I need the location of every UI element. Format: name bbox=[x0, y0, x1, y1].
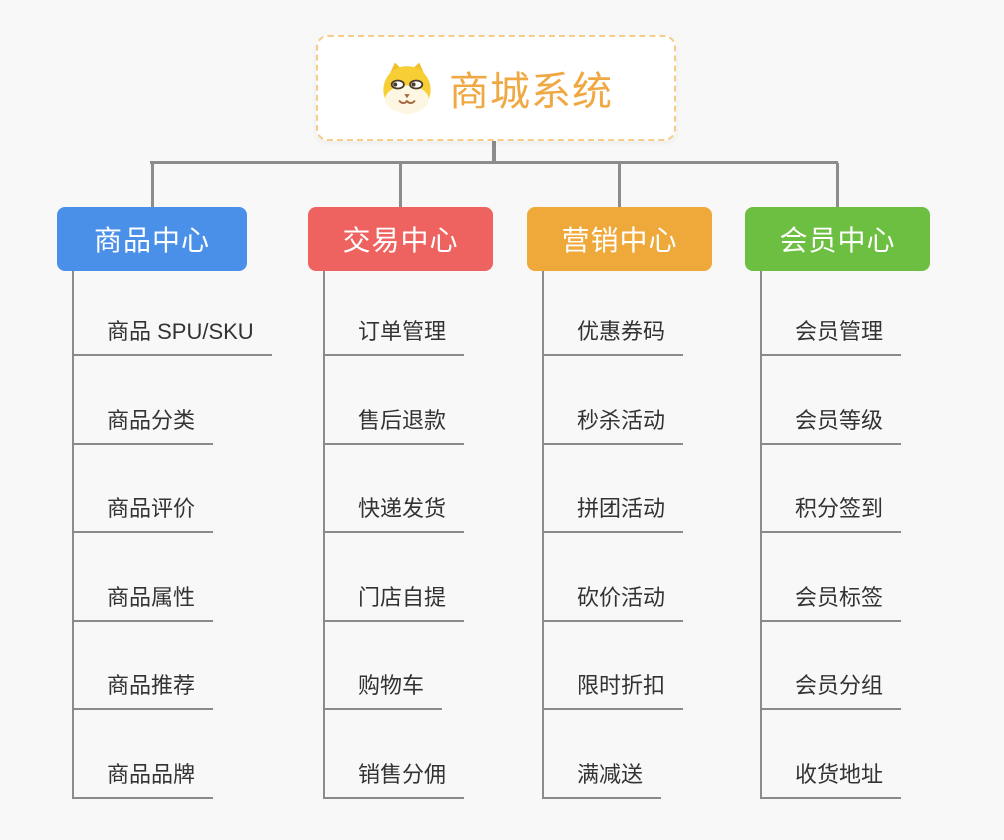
child-topic[interactable]: 会员管理 bbox=[760, 316, 902, 356]
branch-header[interactable]: 商品中心 bbox=[57, 207, 247, 271]
child-topic-label: 优惠券码 bbox=[577, 319, 666, 344]
child-topic-label: 会员分组 bbox=[795, 673, 884, 698]
child-topic[interactable]: 满减送 bbox=[542, 759, 662, 799]
child-topic-label: 砍价活动 bbox=[577, 585, 666, 610]
branch-trunk-line bbox=[760, 271, 762, 799]
child-topic[interactable]: 售后退款 bbox=[323, 405, 465, 445]
branch-label: 营销中心 bbox=[561, 225, 678, 256]
branch-header[interactable]: 会员中心 bbox=[745, 207, 930, 271]
branch-trunk-line bbox=[542, 271, 544, 799]
child-topic-label: 收货地址 bbox=[795, 762, 884, 787]
child-topic[interactable]: 会员等级 bbox=[760, 405, 902, 445]
child-topic-label: 购物车 bbox=[358, 673, 425, 698]
child-topic-label: 销售分佣 bbox=[358, 762, 447, 787]
child-topic[interactable]: 秒杀活动 bbox=[542, 405, 684, 445]
child-topic[interactable]: 砍价活动 bbox=[542, 582, 684, 622]
child-topic[interactable]: 购物车 bbox=[323, 670, 443, 710]
child-topic-label: 快递发货 bbox=[358, 496, 447, 521]
child-topic[interactable]: 商品属性 bbox=[72, 582, 214, 622]
branch-header[interactable]: 营销中心 bbox=[527, 207, 712, 271]
child-topic-label: 积分签到 bbox=[795, 496, 884, 521]
branch-trunk-line bbox=[323, 271, 325, 799]
branch-label: 会员中心 bbox=[779, 225, 896, 256]
branch-drop-line bbox=[618, 163, 621, 207]
root-node[interactable]: 商城系统 bbox=[316, 35, 676, 141]
child-topic[interactable]: 商品评价 bbox=[72, 493, 214, 533]
child-topic-label: 会员标签 bbox=[795, 585, 884, 610]
child-topic-label: 商品分类 bbox=[107, 408, 196, 433]
branch-bar-line bbox=[150, 161, 838, 164]
branch-label: 商品中心 bbox=[93, 225, 210, 256]
child-topic[interactable]: 优惠券码 bbox=[542, 316, 684, 356]
child-topic[interactable]: 会员分组 bbox=[760, 670, 902, 710]
child-topic-label: 会员等级 bbox=[795, 408, 884, 433]
child-topic[interactable]: 快递发货 bbox=[323, 493, 465, 533]
branch-trunk-line bbox=[72, 271, 74, 799]
branch-label: 交易中心 bbox=[342, 225, 459, 256]
child-topic-label: 商品品牌 bbox=[107, 762, 196, 787]
child-topic[interactable]: 拼团活动 bbox=[542, 493, 684, 533]
child-topic-label: 售后退款 bbox=[358, 408, 447, 433]
branch-header[interactable]: 交易中心 bbox=[308, 207, 493, 271]
child-topic[interactable]: 商品品牌 bbox=[72, 759, 214, 799]
child-topic-label: 满减送 bbox=[577, 762, 644, 787]
child-topic[interactable]: 收货地址 bbox=[760, 759, 902, 799]
child-topic-label: 商品推荐 bbox=[107, 673, 196, 698]
child-topic[interactable]: 商品 SPU/SKU bbox=[72, 316, 272, 356]
child-topic-label: 限时折扣 bbox=[577, 673, 666, 698]
child-topic-label: 订单管理 bbox=[358, 319, 447, 344]
dog-face-icon bbox=[379, 60, 435, 116]
child-topic[interactable]: 商品分类 bbox=[72, 405, 214, 445]
child-topic-label: 商品评价 bbox=[107, 496, 196, 521]
child-topic-label: 秒杀活动 bbox=[577, 408, 666, 433]
branch-drop-line bbox=[836, 163, 839, 207]
child-topic[interactable]: 订单管理 bbox=[323, 316, 465, 356]
child-topic[interactable]: 门店自提 bbox=[323, 582, 465, 622]
root-trunk-line bbox=[492, 140, 496, 163]
child-topic[interactable]: 会员标签 bbox=[760, 582, 902, 622]
root-title: 商城系统 bbox=[449, 70, 613, 114]
child-topic[interactable]: 销售分佣 bbox=[323, 759, 465, 799]
child-topic-label: 门店自提 bbox=[358, 585, 447, 610]
child-topic[interactable]: 商品推荐 bbox=[72, 670, 214, 710]
child-topic[interactable]: 积分签到 bbox=[760, 493, 902, 533]
child-topic-label: 会员管理 bbox=[795, 319, 884, 344]
child-topic-label: 商品 SPU/SKU bbox=[107, 319, 254, 344]
branch-drop-line bbox=[151, 163, 154, 207]
child-topic[interactable]: 限时折扣 bbox=[542, 670, 684, 710]
branch-drop-line bbox=[399, 163, 402, 207]
child-topic-label: 商品属性 bbox=[107, 585, 196, 610]
child-topic-label: 拼团活动 bbox=[577, 496, 666, 521]
